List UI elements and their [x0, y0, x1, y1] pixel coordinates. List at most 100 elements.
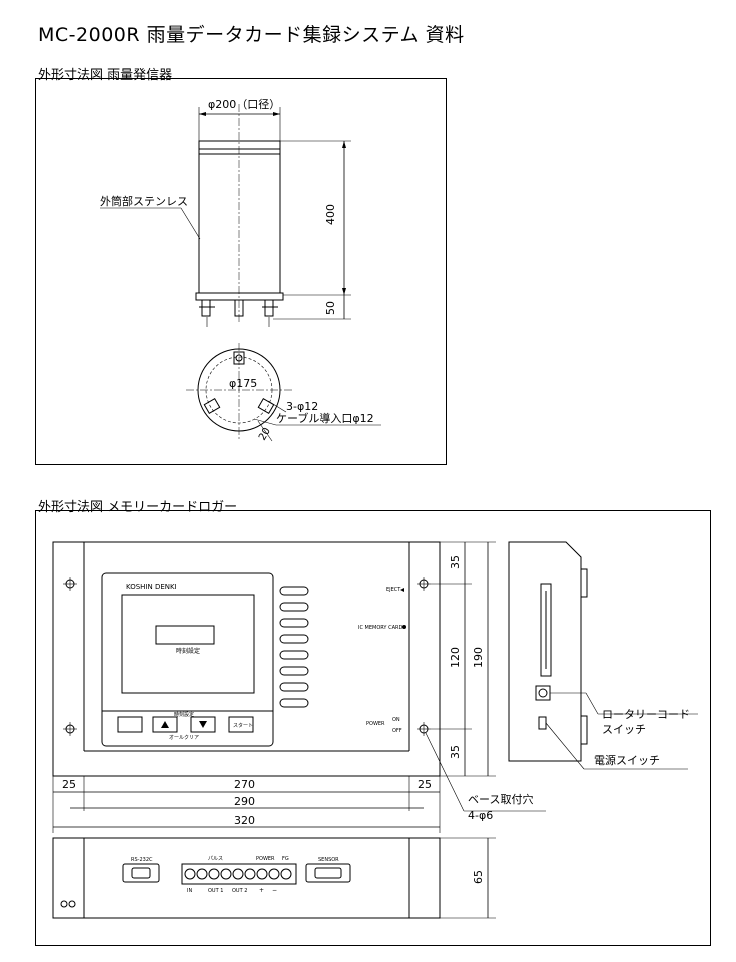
base-hole-label-1: ベース取付穴	[468, 792, 533, 806]
dim-120: 120	[449, 647, 462, 668]
card-label: IC MEMORY CARD	[358, 625, 402, 631]
eject-label: EJECT	[386, 587, 401, 593]
terminal-plus-label: +	[259, 887, 264, 894]
logger-frame: KOSHIN DENKI 時刻設定 時刻設定 スタート オールクリア EJECT…	[35, 510, 711, 946]
on-label: ON	[392, 717, 400, 723]
material-label: 外筒部ステンレス	[100, 194, 188, 208]
rotary-label-1: ロータリーコード	[602, 708, 690, 721]
gland-icon	[60, 900, 68, 908]
arrow	[199, 112, 206, 116]
vent-slot	[279, 666, 309, 676]
terminal-fg-label: FG	[282, 856, 289, 862]
dim-35a: 35	[449, 555, 462, 569]
leg-left	[201, 299, 211, 317]
button-blank[interactable]	[117, 716, 143, 733]
plan-foot-left	[203, 397, 221, 415]
buttons-top-label: 時刻設定	[174, 711, 194, 718]
side-tab	[580, 568, 588, 598]
terminal-screws	[184, 868, 292, 880]
dim-320: 320	[234, 814, 255, 827]
dim-25a: 25	[62, 778, 76, 791]
terminal-block	[181, 863, 297, 885]
rain-gauge-frame: φ200（口径） 400 50 外筒部ステンレス	[35, 78, 447, 465]
diameter-label: φ200（口径）	[208, 98, 280, 111]
cylinder-rim	[198, 140, 281, 155]
rotary-switch	[535, 685, 551, 701]
section2-title: 外形寸法図 メモリーカードロガー	[38, 500, 238, 515]
arrow	[342, 288, 346, 295]
hole-leader	[267, 400, 287, 413]
plan-foot-right	[257, 397, 275, 415]
plan-hole	[235, 354, 243, 362]
vent-slot	[279, 586, 309, 596]
logger-drawing: KOSHIN DENKI 時刻設定 時刻設定 スタート オールクリア EJECT…	[52, 541, 698, 919]
leg-right	[264, 299, 274, 317]
dim-290: 290	[234, 795, 255, 808]
page-title: MC-2000R 雨量データカード集録システム 資料	[38, 24, 465, 46]
terminal-left-label: パルス	[208, 856, 223, 862]
power-switch-leader	[545, 722, 585, 770]
vent-slot	[279, 602, 309, 612]
lcd-display	[155, 625, 215, 645]
material-leader	[180, 207, 201, 240]
front-panel	[101, 572, 274, 747]
cable-label: ケーブル導入口φ12	[276, 411, 374, 425]
down-button[interactable]	[190, 716, 216, 733]
height-label: 400	[324, 204, 337, 225]
terminal-out2-label: OUT 2	[232, 888, 247, 894]
terminal-power-label: POWER	[256, 856, 275, 862]
bottom-view-body	[52, 837, 441, 919]
arrow	[342, 141, 346, 148]
rotary-label-2: スイッチ	[602, 723, 646, 736]
side-tab	[580, 715, 588, 745]
gland-icon	[68, 900, 76, 908]
logger-body	[52, 541, 441, 777]
vent-slot	[279, 634, 309, 644]
card-led-icon	[402, 625, 406, 629]
side-view-body	[508, 541, 582, 762]
base-hole-label-2: 4-φ6	[468, 809, 493, 822]
terminal-out1-label: OUT 1	[208, 888, 223, 894]
hole-label: 3-φ12	[286, 400, 318, 413]
card-slot	[540, 583, 552, 677]
down-arrow-icon	[199, 721, 207, 728]
brand-label: KOSHIN DENKI	[126, 583, 177, 591]
up-button[interactable]	[152, 716, 178, 733]
sensor-connector	[314, 867, 342, 879]
dim-25b: 25	[418, 778, 432, 791]
terminal-minus-label: −	[272, 887, 277, 894]
dim-190: 190	[472, 647, 485, 668]
sensor-port	[305, 863, 351, 883]
base-label: 50	[324, 301, 337, 315]
base-plate	[195, 292, 284, 301]
dim-65: 65	[472, 870, 485, 884]
power-label: POWER	[366, 721, 385, 727]
dim-270: 270	[234, 778, 255, 791]
vent-slot	[279, 618, 309, 628]
rs232c-port	[122, 863, 160, 883]
arrow	[273, 112, 280, 116]
vent-slot	[279, 682, 309, 692]
vent-slot	[279, 698, 309, 708]
leg-mid	[234, 299, 244, 317]
rs232c-label: RS-232C	[131, 857, 153, 863]
power-switch-label: 電源スイッチ	[594, 753, 660, 767]
up-arrow-icon	[161, 721, 169, 728]
rotary-dial-icon	[538, 688, 548, 698]
offset-label: 20	[257, 426, 273, 443]
rain-gauge-drawing: φ200（口径） 400 50 外筒部ステンレス	[100, 98, 381, 443]
lcd-window	[121, 594, 255, 694]
buttons-bottom-label: オールクリア	[169, 735, 199, 741]
start-button[interactable]	[228, 716, 254, 733]
off-label: OFF	[392, 728, 402, 734]
start-label: スタート	[233, 722, 253, 729]
eject-icon	[400, 588, 404, 592]
power-switch	[538, 716, 547, 730]
offset-dim	[257, 420, 273, 442]
dim-35b: 35	[449, 745, 462, 759]
rs232c-connector	[131, 867, 151, 879]
rotary-leader	[585, 692, 599, 715]
section1-title: 外形寸法図 雨量発信器	[38, 68, 173, 83]
sensor-label: SENSOR	[318, 857, 339, 863]
terminal-in-label: IN	[187, 888, 192, 894]
